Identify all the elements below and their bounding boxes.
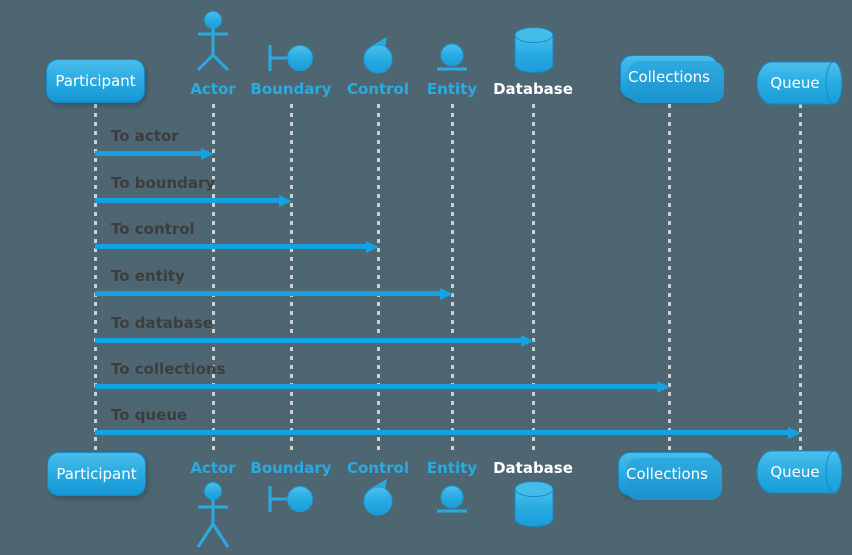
database-icon (514, 27, 554, 75)
queue-shape-bottom: Queue (754, 450, 846, 494)
control-label-bottom: Control (346, 459, 409, 477)
lifeline-entity (451, 104, 454, 453)
control-label-top: Control (346, 80, 409, 98)
participant-box-bottom: Participant (47, 452, 146, 496)
message-arrow-to-control (95, 244, 366, 249)
collections-box-bottom: Collections (618, 452, 722, 500)
participant-label-bottom: Participant (56, 465, 137, 483)
collections-label-top: Collections (627, 68, 710, 86)
message-label: To queue (111, 406, 188, 424)
message-label: To control (111, 220, 195, 238)
boundary-label-bottom: Boundary (250, 459, 332, 477)
participant-label-top: Participant (55, 72, 136, 90)
entity-icon (435, 484, 469, 514)
actor-label-bottom: Actor (190, 459, 236, 477)
lifeline-collections (668, 104, 671, 453)
message-label: To entity (111, 267, 185, 285)
message-arrow-to-collections (95, 384, 657, 389)
message-label: To database (111, 314, 213, 332)
entity-icon (435, 42, 469, 72)
control-icon (361, 477, 395, 517)
message-arrow-to-database (95, 338, 521, 343)
queue-label-top: Queue (770, 74, 820, 92)
control-icon (361, 35, 395, 75)
lifeline-database (532, 104, 535, 453)
message-label: To actor (111, 127, 179, 145)
collections-label-bottom: Collections (625, 465, 708, 483)
entity-label-top: Entity (426, 80, 478, 98)
lifeline-boundary (290, 104, 293, 453)
lifeline-queue (799, 104, 802, 453)
message-arrow-to-actor (95, 151, 201, 156)
lifeline-participant (94, 104, 97, 453)
database-label-top: Database (493, 80, 573, 98)
collections-box-top: Collections (620, 55, 724, 103)
boundary-icon (266, 43, 316, 73)
lifeline-control (377, 104, 380, 453)
message-label: To collections (111, 360, 226, 378)
database-label-bottom: Database (493, 459, 573, 477)
actor-icon (195, 478, 231, 550)
message-arrow-to-boundary (95, 198, 279, 203)
actor-label-top: Actor (190, 80, 236, 98)
boundary-label-top: Boundary (250, 80, 332, 98)
entity-label-bottom: Entity (426, 459, 478, 477)
message-label: To boundary (111, 174, 216, 192)
message-arrow-to-queue (95, 430, 788, 435)
queue-shape-top: Queue (754, 61, 846, 105)
queue-label-bottom: Queue (770, 463, 820, 481)
boundary-icon (266, 484, 316, 514)
actor-icon (195, 10, 231, 72)
database-icon (514, 481, 554, 529)
participant-box-top: Participant (46, 59, 145, 103)
message-arrow-to-entity (95, 291, 440, 296)
lifeline-actor (212, 104, 215, 453)
